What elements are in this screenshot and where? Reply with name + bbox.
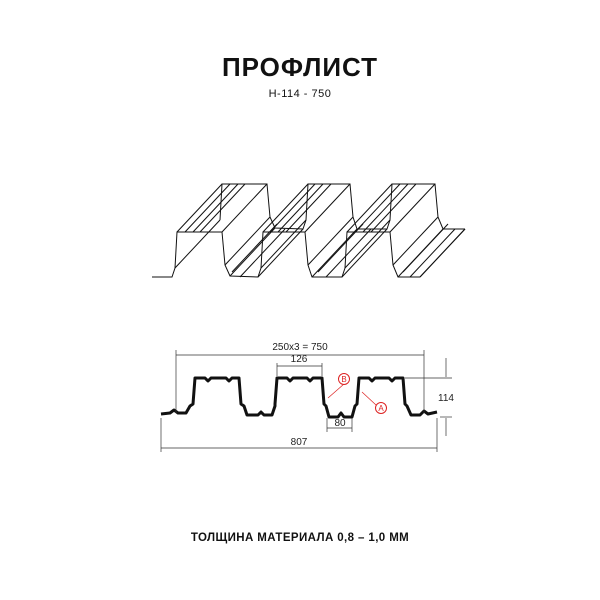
profile-code: Н-114 - 750	[268, 88, 332, 100]
stiffener-line	[317, 223, 364, 273]
dim-bottom-width: 80	[334, 418, 346, 429]
sheet-fold-line	[262, 183, 309, 233]
stiffener-line	[184, 183, 231, 233]
sheet-end-edge	[419, 228, 466, 278]
page-title: ПРОФЛИСТ	[221, 52, 379, 82]
stiffener-line	[269, 183, 316, 233]
material-thickness: ТОЛЩИНА МАТЕРИАЛА 0,8 – 1,0 ММ	[190, 532, 410, 544]
marker-a-circle	[375, 402, 387, 414]
stiffener-line	[231, 223, 278, 273]
profile-section	[160, 376, 438, 419]
stiffener-line	[370, 183, 417, 233]
marker-a: A	[378, 404, 384, 413]
sheet-fold-line	[176, 183, 223, 233]
sheet-fold-line	[311, 228, 358, 278]
stiffener-line	[362, 183, 409, 233]
sheet-back-edge	[219, 183, 465, 230]
sheet-fold-line	[389, 183, 436, 233]
sheet-fold-line	[224, 216, 271, 266]
stiffener-line	[192, 183, 239, 233]
sheet-fold-line	[392, 216, 439, 266]
isometric-sheet-view	[152, 183, 466, 278]
sheet-fold-line	[341, 228, 388, 278]
stiffener-line	[239, 228, 286, 278]
sheet-fold-line	[221, 183, 268, 233]
sheet-front-edge	[152, 231, 420, 278]
sheet-fold-line	[229, 227, 276, 277]
marker-b: B	[341, 375, 346, 384]
cross-section-view: 250x3 = 750 126 80 114 807 B A	[160, 342, 454, 452]
stiffener-line	[402, 223, 449, 273]
sheet-fold-line	[257, 228, 304, 278]
dim-height: 114	[438, 393, 454, 404]
sheet-fold-line	[174, 219, 221, 269]
dim-top-width: 126	[291, 354, 308, 365]
dim-full-width: 807	[291, 437, 308, 448]
stiffener-line	[285, 183, 332, 233]
marker-b-circle	[338, 373, 350, 385]
sheet-fold-line	[260, 219, 307, 269]
sheet-fold-line	[346, 183, 393, 233]
stiffener-line	[199, 183, 246, 233]
sheet-fold-line	[307, 216, 354, 266]
dimension-lines	[160, 350, 452, 452]
dim-total-pitch: 250x3 = 750	[272, 342, 328, 353]
sheet-fold-line	[344, 219, 391, 269]
sheet-fold-line	[304, 183, 351, 233]
stiffener-line	[325, 228, 372, 278]
stiffener-line	[277, 183, 324, 233]
stiffener-line	[409, 228, 456, 278]
